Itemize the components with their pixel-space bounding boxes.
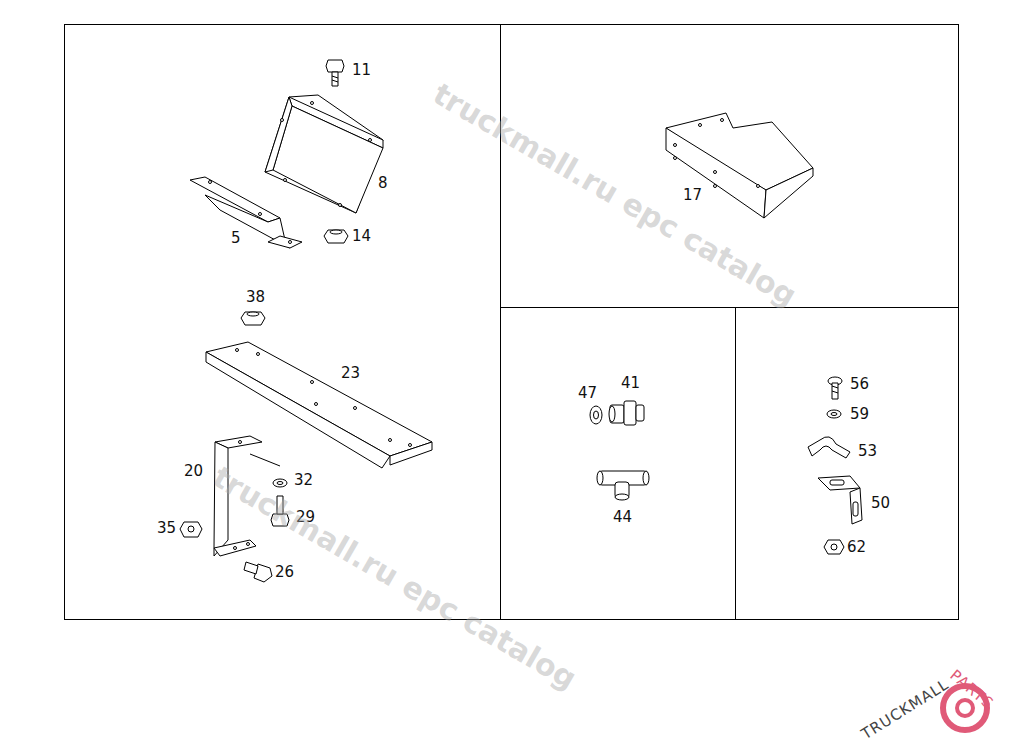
callout-number: 38 xyxy=(246,290,265,305)
callout-number: 8 xyxy=(378,176,388,191)
callout-number: 47 xyxy=(578,386,597,401)
callout-number: 62 xyxy=(847,540,866,555)
callout-number: 44 xyxy=(613,510,632,525)
callout-number: 41 xyxy=(621,376,640,391)
callout-number: 50 xyxy=(871,496,890,511)
callout-number: 17 xyxy=(683,188,702,203)
callout-number: 32 xyxy=(294,473,313,488)
logo-text: TRUCKMALL xyxy=(858,675,952,743)
callout-number: 35 xyxy=(157,521,176,536)
callout-number: 56 xyxy=(850,377,869,392)
callout-number: 20 xyxy=(184,464,203,479)
callout-number: 23 xyxy=(341,366,360,381)
callout-number: 59 xyxy=(850,407,869,422)
callout-number: 14 xyxy=(352,229,371,244)
callout-number: 5 xyxy=(231,231,241,246)
callout-number: 11 xyxy=(352,63,371,78)
callout-number: 26 xyxy=(275,565,294,580)
callout-number: 53 xyxy=(858,444,877,459)
